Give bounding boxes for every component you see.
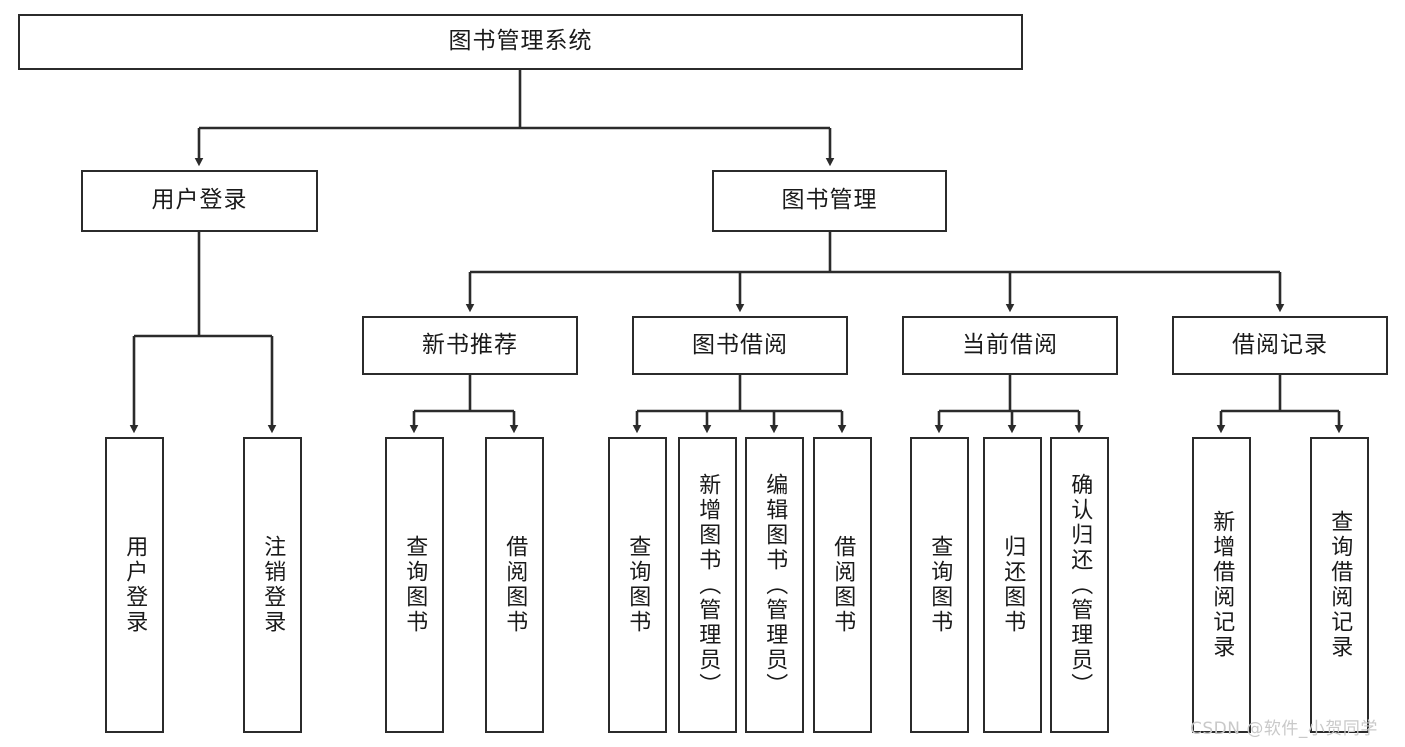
node-leaf-add-record[interactable]: 新增借阅记录 <box>1192 437 1251 733</box>
node-label: 查询图书 <box>927 535 953 635</box>
node-leaf-edit-book[interactable]: 编辑图书（管理员） <box>745 437 804 733</box>
node-leaf-return-book[interactable]: 归还图书 <box>983 437 1042 733</box>
node-leaf-logout[interactable]: 注销登录 <box>243 437 302 733</box>
node-current-borrow[interactable]: 当前借阅 <box>902 316 1118 375</box>
node-label: 归还图书 <box>1000 535 1026 635</box>
node-label: 编辑图书（管理员） <box>762 472 788 698</box>
node-label: 借阅记录 <box>1232 331 1328 358</box>
node-label: 图书管理 <box>781 187 878 214</box>
node-title-system[interactable]: 图书管理系统 <box>18 14 1023 70</box>
node-label: 查询借阅记录 <box>1327 510 1353 660</box>
node-label: 用户登录 <box>151 187 248 214</box>
node-leaf-query-book-3[interactable]: 查询图书 <box>910 437 969 733</box>
node-book-manage[interactable]: 图书管理 <box>712 170 947 232</box>
csdn-watermark: CSDN @软件_小贺同学 <box>1190 714 1378 739</box>
node-user-login[interactable]: 用户登录 <box>81 170 318 232</box>
node-leaf-query-record[interactable]: 查询借阅记录 <box>1310 437 1369 733</box>
node-label: 图书借阅 <box>692 331 788 358</box>
watermark-text: CSDN @软件_小贺同学 <box>1190 719 1378 739</box>
node-label: 借阅图书 <box>502 535 528 635</box>
node-label: 查询图书 <box>625 535 651 635</box>
node-label: 新增图书（管理员） <box>695 472 721 698</box>
node-leaf-add-book[interactable]: 新增图书（管理员） <box>678 437 737 733</box>
node-label: 新增借阅记录 <box>1209 510 1235 660</box>
node-label: 借阅图书 <box>830 535 856 635</box>
node-leaf-confirm-return[interactable]: 确认归还（管理员） <box>1050 437 1109 733</box>
node-book-borrow[interactable]: 图书借阅 <box>632 316 848 375</box>
node-label: 确认归还（管理员） <box>1067 472 1093 698</box>
node-new-book-recommend[interactable]: 新书推荐 <box>362 316 578 375</box>
node-label: 当前借阅 <box>962 331 1058 358</box>
node-leaf-query-book-1[interactable]: 查询图书 <box>385 437 444 733</box>
node-leaf-borrow-book-1[interactable]: 借阅图书 <box>485 437 544 733</box>
node-borrow-record[interactable]: 借阅记录 <box>1172 316 1388 375</box>
node-leaf-query-book-2[interactable]: 查询图书 <box>608 437 667 733</box>
node-label: 图书管理系统 <box>448 28 593 55</box>
node-label: 新书推荐 <box>422 331 518 358</box>
node-leaf-user-login[interactable]: 用户登录 <box>105 437 164 733</box>
node-label: 查询图书 <box>402 535 428 635</box>
node-label: 注销登录 <box>260 535 286 635</box>
node-label: 用户登录 <box>122 535 148 635</box>
node-leaf-borrow-book-2[interactable]: 借阅图书 <box>813 437 872 733</box>
